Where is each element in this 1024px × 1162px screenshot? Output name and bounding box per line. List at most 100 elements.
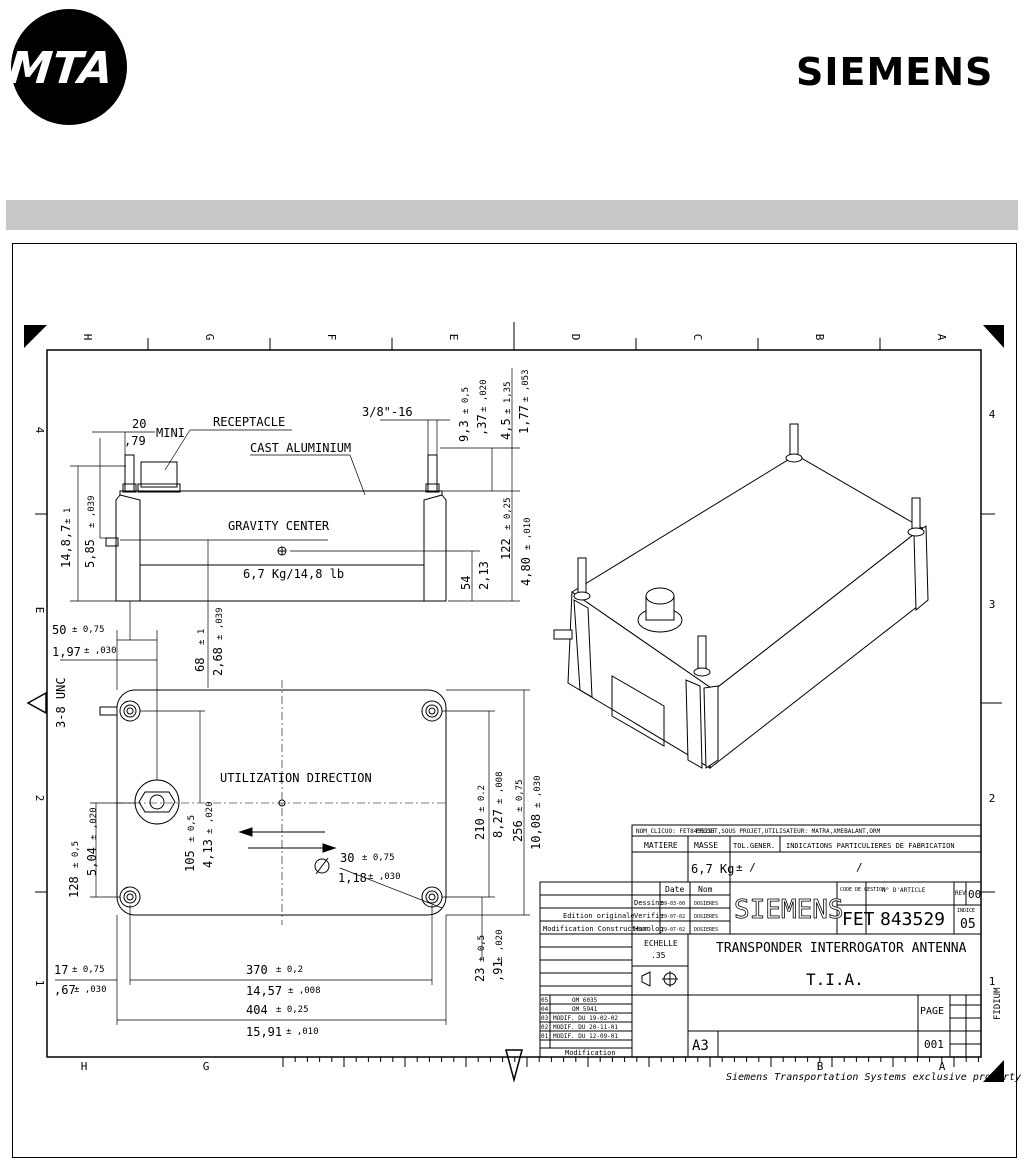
- dim-10-08: 10,08: [529, 814, 543, 850]
- tb-indice-label: INDICE: [957, 908, 975, 914]
- zone-bottom-a: A: [939, 1060, 946, 1073]
- tb-tol-value: ± /: [736, 861, 756, 874]
- zone-right-3: 3: [989, 598, 996, 611]
- zone-top-f: F: [325, 334, 338, 341]
- dim-20: 20: [132, 417, 146, 431]
- corner-mark-tr: [983, 325, 1004, 348]
- dim-067-tol: ± ,030: [74, 985, 107, 995]
- tb-mod-idx-3: 02: [541, 1024, 549, 1031]
- iso-side-connector: [553, 629, 573, 640]
- dim-37: ,37: [475, 414, 489, 436]
- zone-top-e: E: [447, 334, 460, 341]
- dim-15-91: 15,91: [246, 1025, 282, 1039]
- tb-name-1: DOSIERES: [694, 914, 718, 920]
- tb-nom-header: Nom: [698, 885, 713, 894]
- dim-4-80: 4,80: [519, 557, 533, 586]
- zone-left-2: 2: [33, 795, 46, 802]
- zone-left-1: 1: [33, 980, 46, 987]
- tb-article-number: 843529: [880, 909, 945, 930]
- dim-4-5-tol: ± 1,35: [503, 381, 513, 414]
- dim-8-27-tol: ± ,008: [495, 771, 505, 804]
- side-note: FIDIUM: [993, 987, 1003, 1020]
- zone-bottom-b: B: [817, 1060, 824, 1073]
- dim-1-97: 1,97: [52, 645, 81, 659]
- zone-bottom-g: G: [203, 1060, 210, 1073]
- dim-128-tol: ± 0,5: [71, 841, 81, 868]
- dim-210-tol: ± 0.2: [477, 785, 487, 812]
- zone-right-1: 1: [989, 975, 996, 988]
- label-receptacle: RECEPTACLE: [213, 415, 285, 429]
- top-view: [55, 630, 530, 1025]
- dim-37-tol: ± ,020: [479, 379, 489, 412]
- dim-10-08-tol: ± ,030: [533, 775, 543, 808]
- isometric-view: [553, 423, 929, 770]
- corner-mark-br: [983, 1060, 1004, 1082]
- dim-5-85: 5,85: [83, 539, 97, 568]
- tb-echelle-label: ECHELLE: [644, 939, 678, 948]
- dim-14-57: 14,57: [246, 984, 282, 998]
- tb-subtitle: T.I.A.: [806, 970, 864, 989]
- dim-14-8-7: 14,8,7: [59, 525, 73, 568]
- mount-hole-tr: [421, 700, 443, 722]
- zone-right-2: 2: [989, 792, 996, 805]
- label-gravity-center: GRAVITY CENTER: [228, 519, 330, 533]
- dim-1-97-tol: ± ,030: [84, 646, 117, 656]
- dim-4-80-tol: ± ,010: [523, 517, 533, 550]
- mount-hole-tl: [119, 700, 141, 722]
- dim-15-91-tol: ± ,010: [286, 1027, 319, 1037]
- iso-stud-2: [785, 423, 803, 463]
- iso-stud-3: [907, 497, 925, 537]
- dim-370-tol: ± 0,2: [276, 965, 303, 975]
- tb-rev-label: REV: [955, 890, 966, 897]
- dim-105: 105: [183, 850, 197, 872]
- tb-name-2: DOSIERES: [694, 927, 718, 933]
- dim-2-68-tol: ± ,039: [215, 607, 225, 640]
- dim-210: 210: [473, 818, 487, 840]
- tb-mod-idx-4: 01: [541, 1033, 549, 1040]
- tb-role-1: Verifie: [634, 912, 664, 920]
- dim-14-8-7-tol: ± 1: [63, 508, 73, 524]
- tb-rev-value: 00: [968, 888, 981, 901]
- dim-50-tol: ± 0,75: [72, 625, 105, 635]
- iso-receptacle: [637, 587, 683, 633]
- dim-067: ,67: [54, 983, 76, 997]
- side-stud-left: [124, 454, 135, 492]
- dim-256-tol: ± 0,75: [515, 779, 525, 812]
- dim-1-77: 1,77: [517, 405, 531, 434]
- scale-ruler: [282, 1056, 981, 1067]
- tb-masse: MASSE: [694, 841, 718, 850]
- zone-left-e: E: [33, 607, 46, 614]
- mta-logo-text: MTA: [10, 43, 116, 94]
- dim-8-27: 8,27: [491, 809, 505, 838]
- tb-mod-text-3: MODIF. DU 20-11-01: [553, 1024, 618, 1031]
- tb-mod-text-4: MODIF. DU 12-09-01: [553, 1033, 618, 1040]
- label-thread-top: 3/8"-16: [362, 405, 413, 419]
- dim-370: 370: [246, 963, 268, 977]
- dim-2-68: 2,68: [211, 647, 225, 676]
- dim-1-77-tol: ± ,053: [521, 369, 531, 402]
- label-unc: 3-8 UNC: [54, 677, 68, 728]
- iso-stud-1: [573, 557, 591, 601]
- tb-title: TRANSPONDER INTERROGATOR ANTENNA: [716, 941, 967, 956]
- dim-23: 23: [473, 968, 487, 982]
- dim-091: ,91: [491, 960, 505, 982]
- tb-role-0: Dessine: [634, 899, 664, 907]
- dim-30-tol: ± 0,75: [362, 853, 395, 863]
- dim-9-3: 9,3: [457, 420, 471, 442]
- tb-mod-idx-0: 05: [541, 997, 549, 1004]
- dim-1-18-tol: ± ,030: [368, 872, 401, 882]
- footer-note: Siemens Transportation Systems exclusive…: [726, 1072, 1021, 1083]
- tb-indications: INDICATIONS PARTICULIERES DE FABRICATION: [786, 842, 955, 850]
- dim-4-13: 4,13: [201, 839, 215, 868]
- tb-mod-idx-2: 03: [541, 1015, 549, 1022]
- tb-tol-gener: TOL.GENER.: [733, 842, 775, 850]
- dim-17: 17: [54, 963, 68, 977]
- zone-top-g: G: [203, 334, 216, 341]
- tb-indice-value: 05: [960, 917, 976, 932]
- tb-article-label: N° D'ARTICLE: [882, 887, 926, 894]
- tb-date-header: Date: [665, 885, 684, 894]
- dim-54: 54: [459, 576, 473, 590]
- label-weight: 6,7 Kg/14,8 lb: [243, 567, 344, 581]
- dim-091-tol: ± ,020: [495, 929, 505, 962]
